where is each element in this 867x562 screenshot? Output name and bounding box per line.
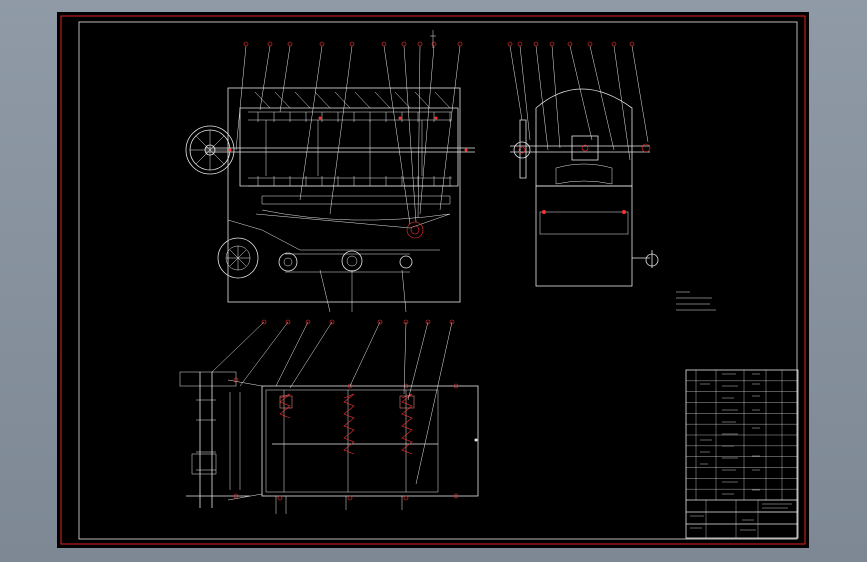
sheet-border: [60, 15, 806, 545]
highlight-marker: [406, 221, 424, 239]
side-view-balloons: [507, 41, 635, 47]
title-block: [685, 369, 799, 539]
plan-view-balloons: [261, 319, 455, 325]
side-view: [507, 41, 659, 287]
drawing-sheet: [57, 12, 809, 548]
plan-view: [179, 319, 479, 514]
front-view-balloons: [243, 41, 463, 47]
drawing-frame: [78, 21, 798, 540]
centerline-mark: [430, 30, 436, 48]
technical-notes: [676, 291, 716, 311]
front-view: [185, 41, 475, 313]
